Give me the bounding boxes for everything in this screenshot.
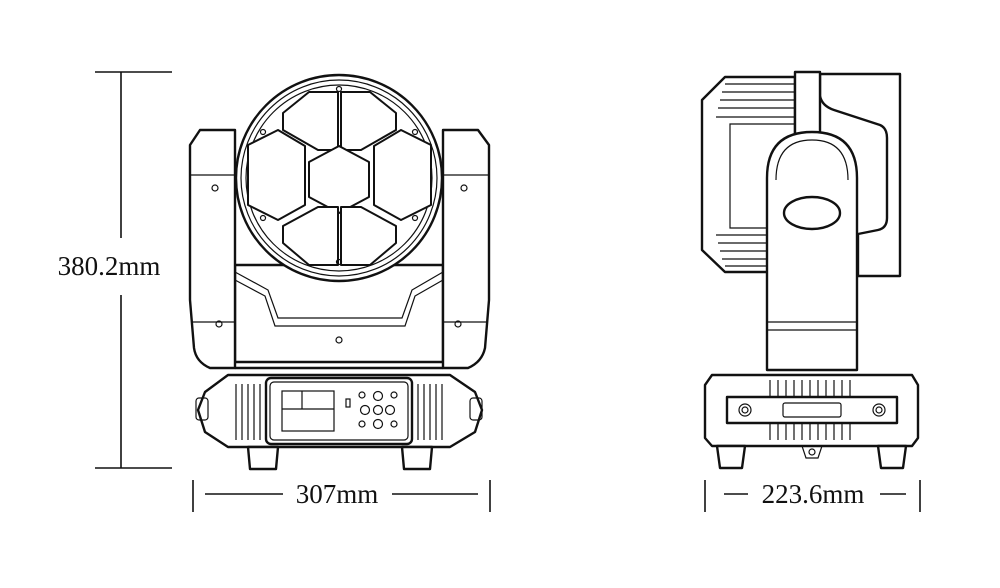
yoke-label-oval [782,195,842,231]
base-handle [725,395,899,425]
screws [211,184,468,344]
width-label: 307mm [296,479,379,509]
yoke-right-arm [441,128,491,370]
side-foot-left [715,444,747,470]
front-view [188,73,491,471]
height-label: 380.2mm [58,251,161,281]
base-grip-fins [195,384,483,440]
height-dimension: 380.2mm [58,71,172,469]
depth-label: 223.6mm [762,479,865,509]
foot-right [400,445,434,471]
lcd-display [281,390,335,432]
lens-petals [247,91,432,266]
control-buttons [358,390,398,430]
side-foot-right [876,444,908,470]
width-dimension: 307mm [192,479,491,512]
side-view [700,70,920,470]
yoke-arm [765,130,859,372]
control-panel [264,376,414,446]
yoke-left-arm [188,128,237,370]
head-front-body [818,72,902,278]
foot-left [246,445,280,471]
base-vents [769,380,851,440]
depth-dimension: 223.6mm [704,479,921,512]
